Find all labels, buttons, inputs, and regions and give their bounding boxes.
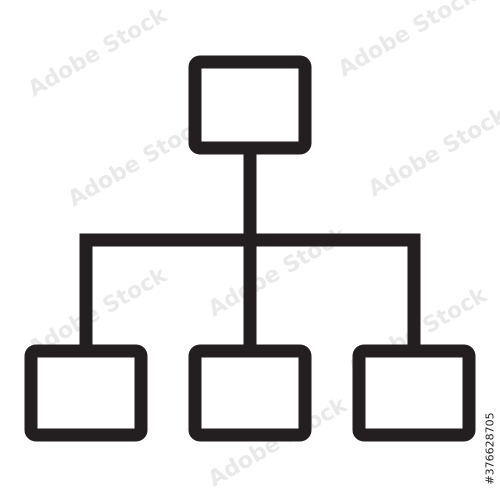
root-node-box	[188, 55, 312, 155]
child-node-box-center	[188, 344, 312, 442]
child-node-box-right	[352, 344, 476, 442]
child-node-box-left	[24, 344, 148, 442]
stock-id-text: #376628705	[483, 412, 497, 485]
stock-id-label: #376628705	[482, 255, 498, 495]
